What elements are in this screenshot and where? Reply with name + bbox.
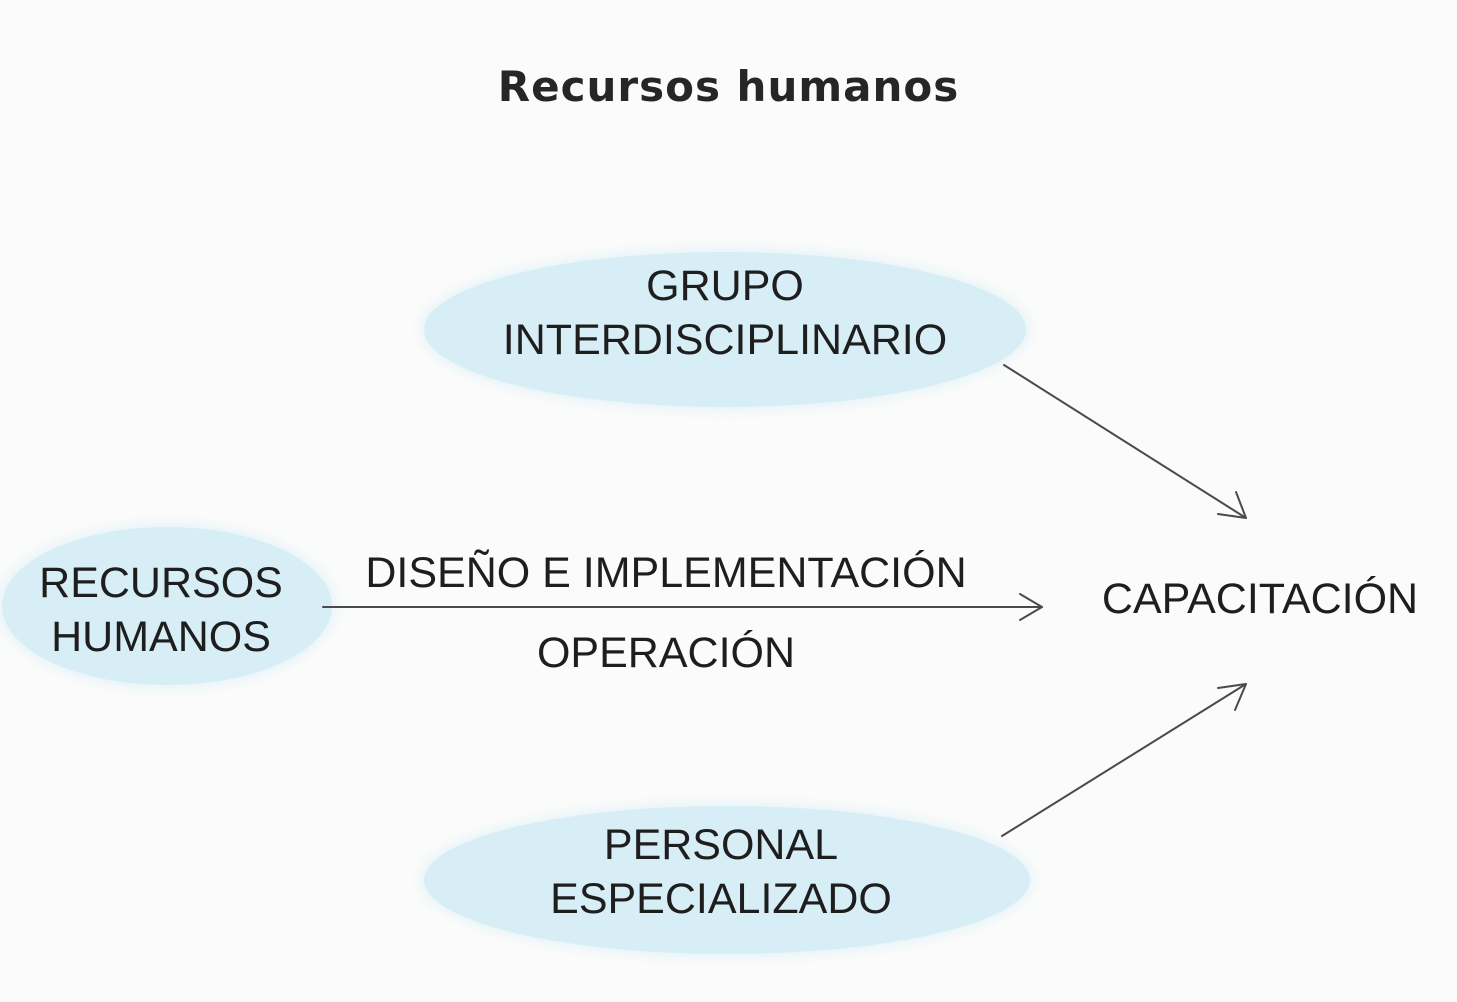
node-grupo-line1: GRUPO	[646, 262, 804, 310]
arrowhead-personal	[1217, 683, 1247, 711]
diagram-title: Recursos humanos	[497, 62, 960, 111]
node-capacitacion: CAPACITACIÓN	[1101, 575, 1419, 623]
arrow-personal-to-capacitacion	[1001, 683, 1247, 837]
node-recursos-humanos: RECURSOS HUMANOS	[2, 556, 320, 664]
node-personal-line2: ESPECIALIZADO	[550, 875, 892, 923]
arrowhead-recursos	[1019, 593, 1043, 621]
node-grupo-interdisciplinario: GRUPO INTERDISCIPLINARIO	[424, 259, 1026, 367]
node-personal-especializado: PERSONAL ESPECIALIZADO	[424, 818, 1018, 926]
edge-label-operacion: OPERACIÓN	[536, 629, 796, 677]
node-ellipse-personal-especializado	[424, 806, 1030, 954]
arrowhead-grupo	[1217, 491, 1247, 519]
node-ellipse-grupo-interdisciplinario	[424, 252, 1026, 407]
node-recursos-line2: HUMANOS	[51, 613, 271, 661]
arrow-grupo-to-capacitacion	[1003, 364, 1247, 519]
node-grupo-line2: INTERDISCIPLINARIO	[502, 316, 948, 364]
edge-label-diseno-implementacion: DISEÑO E IMPLEMENTACIÓN	[365, 549, 967, 597]
node-ellipse-recursos-humanos	[2, 527, 332, 685]
node-recursos-line1: RECURSOS	[39, 559, 283, 607]
node-personal-line1: PERSONAL	[603, 821, 839, 869]
